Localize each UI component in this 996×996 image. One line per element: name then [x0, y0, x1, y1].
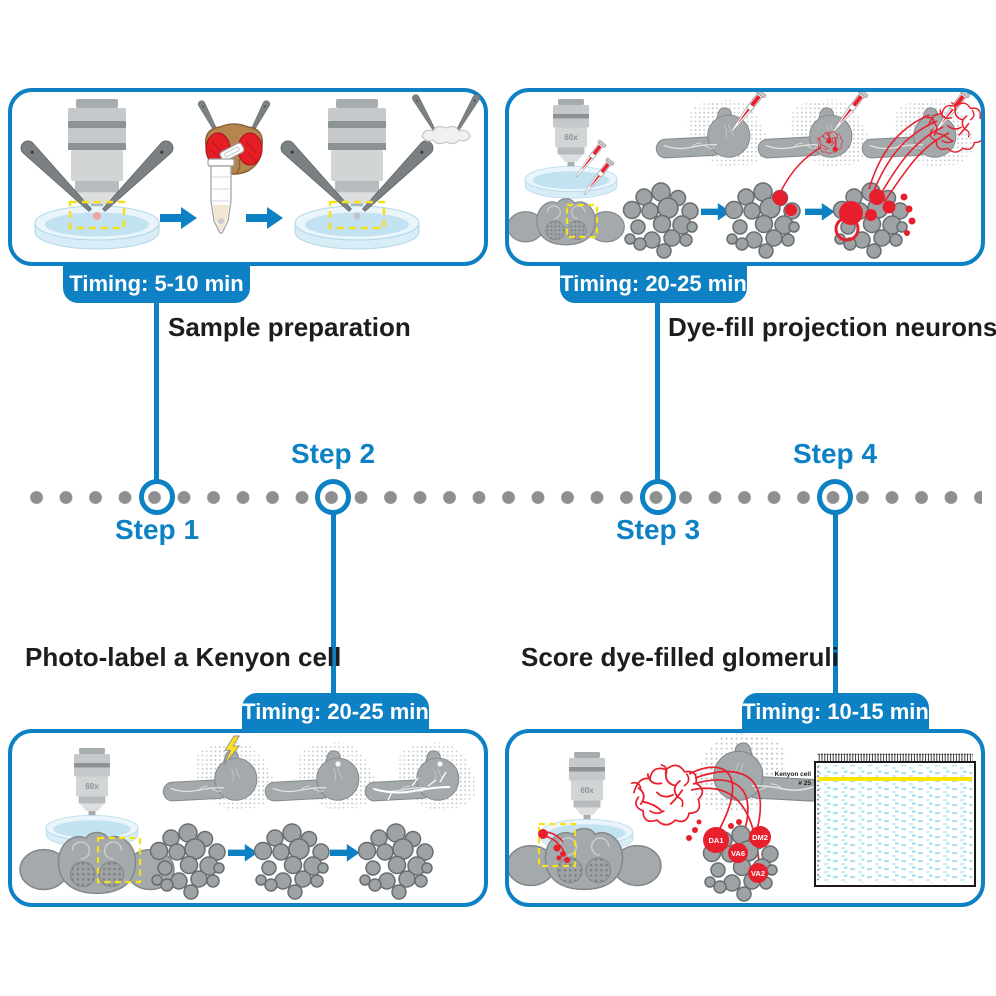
arrow-right-icon [805, 203, 835, 221]
raster-marks [818, 765, 972, 883]
dye-fill-stage-3 [832, 92, 981, 259]
glomerulus-va6: VA6 [728, 843, 748, 863]
microscope-station-icon: 60x [525, 99, 617, 198]
connector-step4 [833, 512, 838, 694]
raster-row-label-line1: Kenyon cell [775, 771, 812, 778]
photo-label-stage-3 [357, 741, 478, 900]
antennal-lobe-icon [724, 182, 801, 259]
step-marker-3 [640, 479, 676, 515]
raster-plot: Kenyon cell # 25 [775, 753, 976, 887]
fly-brain-icon [509, 822, 662, 891]
connector-step3 [655, 300, 660, 482]
antennal-lobe-icon [622, 182, 699, 259]
step-label-1: Step 1 [114, 514, 200, 545]
antennal-lobe-icon [149, 823, 226, 900]
step-marker-2 [315, 479, 351, 515]
step-label-2: Step 2 [290, 438, 376, 469]
glomerulus-label: DM2 [752, 833, 768, 842]
microscope-dissection-icon [278, 99, 436, 249]
panel-sample-preparation [8, 88, 488, 266]
timing-badge-photo-label: Timing: 20-25 min [242, 693, 429, 731]
step-marker-4 [817, 479, 853, 515]
step-label-3: Step 3 [615, 514, 701, 545]
timing-badge-dye-fill: Timing: 20-25 min [560, 265, 747, 303]
timing-badge-sample-preparation: Timing: 5-10 min [63, 265, 250, 303]
target-region-box [96, 836, 142, 884]
arrow-right-icon [330, 844, 360, 862]
objective-label: 60x [580, 786, 594, 795]
caption-photo-label: Photo-label a Kenyon cell [25, 642, 342, 672]
lateral-horn-tangle-icon [630, 763, 704, 826]
dye-fill-stage-2 [724, 92, 871, 259]
connector-step1 [154, 300, 159, 482]
objective-label: 60x [85, 782, 99, 791]
glomerulus-label: VA6 [731, 849, 745, 858]
panel-photo-label: 60x [8, 729, 488, 907]
step-marker-1 [139, 479, 175, 515]
glomerulus-label: VA2 [751, 869, 765, 878]
dye-fill-stage-1 [622, 92, 769, 259]
microscope-dissection-icon [18, 99, 176, 249]
objective-label: 60x [564, 133, 578, 142]
target-region-box [537, 822, 577, 868]
arrow-right-icon [228, 844, 258, 862]
antennal-lobe-icon [357, 823, 434, 900]
fly-brain-icon [509, 157, 625, 246]
panel-dye-fill: 60x [505, 88, 985, 266]
antennal-lobe-icon [253, 823, 330, 900]
scored-brain-illustration: DA1 DM2 VA6 VA2 [630, 733, 824, 902]
caption-sample-preparation: Sample preparation [168, 312, 411, 342]
panel-score: 60x [505, 729, 985, 907]
raster-row-label-line2: # 25 [798, 780, 811, 787]
dissected-brain-icon [410, 93, 482, 145]
microscope-station-icon: 60x [46, 748, 138, 847]
glomerulus-dm2: DM2 [749, 826, 771, 848]
connector-step2 [331, 512, 336, 694]
fly-brain-icon [19, 831, 175, 895]
glomerulus-va2: VA2 [748, 863, 768, 883]
microscope-station-icon: 60x [541, 752, 633, 851]
timeline-dotted-line [30, 491, 982, 504]
target-region-box [565, 203, 599, 239]
glomerulus-da1: DA1 [703, 827, 729, 853]
arrow-right-icon [160, 207, 197, 229]
glomerulus-label: DA1 [708, 836, 723, 845]
timing-badge-score: Timing: 10-15 min [742, 693, 929, 731]
caption-dye-fill: Dye-fill projection neurons [668, 312, 996, 342]
caption-score: Score dye-filled glomeruli [521, 642, 839, 672]
arrow-right-icon [246, 207, 283, 229]
step-label-4: Step 4 [792, 438, 878, 469]
raster-top-ticks [817, 753, 973, 762]
photo-label-stage-2 [253, 741, 378, 900]
